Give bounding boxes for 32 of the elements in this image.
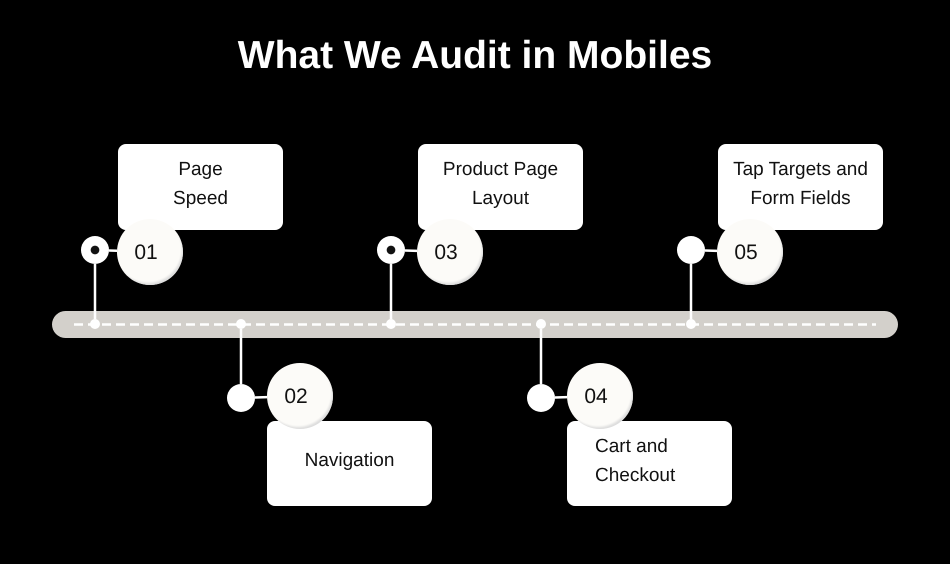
timeline-bar bbox=[52, 311, 898, 338]
connector-line bbox=[554, 396, 568, 399]
topic-label: Cart and Checkout bbox=[595, 434, 676, 488]
step-number: 02 bbox=[284, 386, 309, 406]
connector-line bbox=[240, 329, 242, 384]
pin-marker bbox=[81, 236, 109, 264]
topic-card bbox=[718, 144, 883, 230]
connector-line bbox=[390, 264, 392, 319]
topic-card bbox=[118, 144, 283, 230]
step-number: 03 bbox=[434, 242, 459, 262]
pin-marker bbox=[527, 384, 555, 412]
pin-marker bbox=[227, 384, 255, 412]
connector-line bbox=[108, 249, 118, 252]
pin-marker bbox=[377, 236, 405, 264]
pin-marker bbox=[677, 236, 705, 264]
connector-line bbox=[690, 264, 692, 319]
topic-label: Navigation bbox=[304, 449, 394, 473]
topic-label: Tap Targets and Form Fields bbox=[732, 158, 869, 211]
connector-line bbox=[404, 249, 418, 252]
step-number: 04 bbox=[584, 386, 609, 406]
topic-label: Page Speed bbox=[172, 158, 229, 211]
connector-line bbox=[254, 396, 268, 399]
connector-line bbox=[540, 329, 542, 384]
title: What We Audit in Mobiles bbox=[238, 33, 712, 79]
connector-line bbox=[704, 249, 718, 252]
step-number: 01 bbox=[134, 242, 159, 262]
topic-label: Product Page Layout bbox=[442, 158, 560, 211]
connector-line bbox=[94, 264, 96, 319]
topic-card bbox=[267, 421, 432, 506]
step-number: 05 bbox=[734, 242, 759, 262]
topic-card bbox=[418, 144, 583, 230]
topic-card bbox=[567, 421, 732, 506]
